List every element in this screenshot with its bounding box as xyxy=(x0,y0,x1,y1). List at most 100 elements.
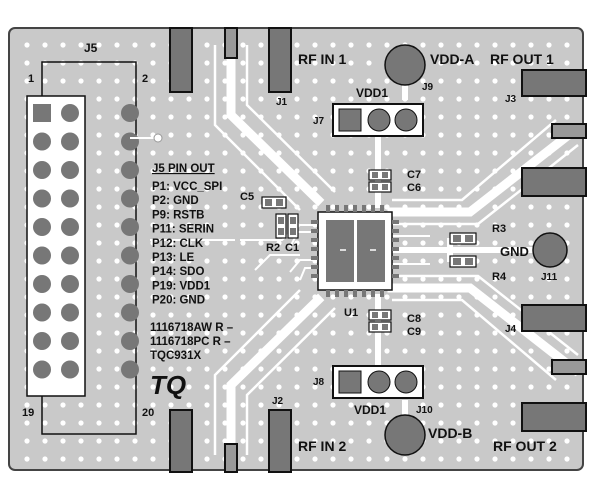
j3-label: J3 xyxy=(505,94,517,105)
pinout-line: P19: VDD1 xyxy=(152,280,211,292)
rf-traces xyxy=(226,40,582,460)
j5-pin xyxy=(61,161,79,179)
j3-pad-top xyxy=(521,69,587,97)
j5-pin xyxy=(33,161,51,179)
j5-pin xyxy=(61,275,79,293)
u1-label: U1 xyxy=(344,307,358,319)
c1-body xyxy=(287,213,299,239)
j5-pin1-label: 1 xyxy=(28,73,34,85)
tq-logo: TQ xyxy=(150,370,186,400)
u1-pin xyxy=(392,256,399,260)
u1-pin xyxy=(326,205,330,212)
passives xyxy=(261,169,477,333)
u1-pin xyxy=(362,290,366,297)
u1-pin xyxy=(392,247,399,251)
j5-pin xyxy=(61,303,79,322)
j2-label: J2 xyxy=(272,396,284,407)
rf-in-1-label: RF IN 1 xyxy=(298,51,346,67)
trace-outlines xyxy=(150,45,579,455)
u1-pin xyxy=(311,256,318,260)
j5-pin xyxy=(33,218,51,236)
j7-header xyxy=(332,103,424,137)
j2-pad-left xyxy=(169,409,193,473)
j11-label: J11 xyxy=(541,272,558,283)
rf-out-1-label: RF OUT 1 xyxy=(490,51,554,67)
j9-test-point xyxy=(384,44,426,86)
u1-pin xyxy=(335,290,339,297)
j5-pin xyxy=(121,161,139,179)
j5-pin xyxy=(33,104,51,122)
j3-pad-bottom xyxy=(521,167,587,197)
j7-label: J7 xyxy=(313,116,325,127)
rf-in-2-label: RF IN 2 xyxy=(298,438,346,454)
part-number-3: TQC931X xyxy=(150,350,201,362)
j5-pin xyxy=(61,132,79,151)
j5-pin xyxy=(33,303,51,322)
j5-pin xyxy=(33,332,51,350)
u1-pin xyxy=(392,265,399,269)
c7-body xyxy=(368,169,392,181)
c9-label: C9 xyxy=(407,326,421,338)
j1-pad-right xyxy=(268,27,292,93)
j9-label: J9 xyxy=(422,82,434,93)
r3-label: R3 xyxy=(492,223,506,235)
rf-out-2-label: RF OUT 2 xyxy=(493,438,557,454)
r2-label: R2 xyxy=(266,242,280,254)
j4-pad-top xyxy=(521,304,587,332)
pinout-line: P14: SDO xyxy=(152,266,204,278)
u1-pin xyxy=(311,265,318,269)
u1-pin xyxy=(326,290,330,297)
j5-pin xyxy=(61,104,79,122)
u1-pin xyxy=(380,205,384,212)
c9-body xyxy=(368,321,392,333)
j5-pin19-label: 19 xyxy=(22,407,34,419)
j8-header xyxy=(332,365,424,399)
pinout-line: P12: CLK xyxy=(152,238,204,250)
j5-pin xyxy=(33,246,51,265)
u1-pin xyxy=(371,205,375,212)
r3-body xyxy=(449,232,477,245)
pinout-line: P2: GND xyxy=(152,195,199,207)
j5-label: J5 xyxy=(84,41,98,55)
j5-pin xyxy=(33,189,51,208)
part-number-1: 1116718AW R – xyxy=(150,322,234,334)
u1-pin xyxy=(371,290,375,297)
j5-pin xyxy=(121,360,139,379)
j5-pin xyxy=(121,104,139,122)
u1-pin xyxy=(380,290,384,297)
j10-test-point xyxy=(384,414,426,456)
pinout-line: P1: VCC_SPI xyxy=(152,181,222,193)
j3-center-pin xyxy=(551,123,587,139)
c1-label: C1 xyxy=(285,242,299,254)
j5-pin xyxy=(121,189,139,208)
j5-pin20-label: 20 xyxy=(142,407,154,419)
gnd-label: GND xyxy=(500,244,529,259)
j5-pin xyxy=(61,360,79,379)
passive-pads xyxy=(265,172,473,330)
j1-pad-left xyxy=(169,27,193,93)
u1-pin xyxy=(311,247,318,251)
j5-pin xyxy=(121,332,139,350)
j1-center-pin xyxy=(224,27,238,59)
j8-label: J8 xyxy=(313,377,325,388)
silkscreen-labels: J5 1 2 19 20 RF IN 1 RF IN 2 RF OUT 1 RF… xyxy=(22,41,558,454)
u1-pin xyxy=(344,290,348,297)
j5-pin xyxy=(121,303,139,322)
u1-pin xyxy=(335,205,339,212)
j5-pin xyxy=(61,218,79,236)
j4-label: J4 xyxy=(505,324,517,335)
c6-label: C6 xyxy=(407,182,421,194)
u1-pins xyxy=(311,205,399,297)
j2-center-pin xyxy=(224,443,238,473)
u1-pin xyxy=(353,205,357,212)
sma-pads xyxy=(169,27,587,473)
j5-pin xyxy=(121,246,139,265)
u1-pin xyxy=(311,220,318,224)
u1-pin xyxy=(353,290,357,297)
u1-pin xyxy=(311,274,318,278)
j1-label: J1 xyxy=(276,97,288,108)
u1-pin xyxy=(311,229,318,233)
c7-label: C7 xyxy=(407,169,421,181)
